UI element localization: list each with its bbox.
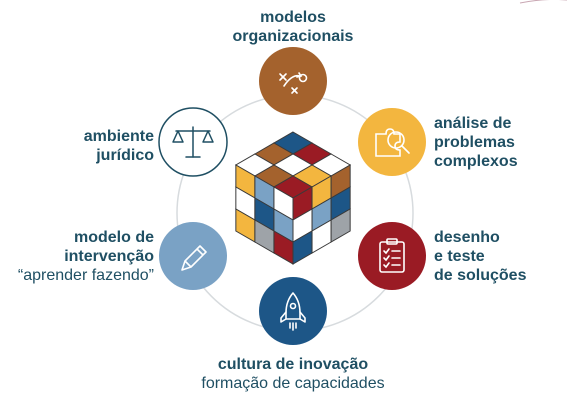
label-line: complexos [434,153,518,170]
label-ambiente-juridico: ambiente jurídico [8,127,154,165]
node-circle [358,108,426,176]
label-line: intervenção [64,248,154,265]
node-circle [159,222,227,290]
node-analise-problemas [358,108,426,176]
label-line: organizacionais [232,28,354,45]
label-line: problemas [434,134,515,151]
label-line: análise de [434,115,512,132]
node-desenho-teste [358,222,426,290]
pencil-icon [181,245,207,271]
balance-scale-icon [172,126,214,158]
label-line: de soluções [434,267,527,284]
node-cultura-inovacao [259,277,327,345]
strategy-play-icon [279,72,308,94]
label-line: cultura de inovação [217,356,369,373]
label-subtitle: “aprender fazendo” [17,267,154,284]
rubiks-cube-illustration [234,131,352,265]
node-ambiente-juridico [158,107,228,177]
label-line: e teste [434,248,485,265]
label-desenho-teste: desenho e teste de soluções [434,228,564,285]
rocket-icon [280,292,306,331]
cube-facelet [330,208,351,243]
node-modelo-intervencao [159,222,227,290]
label-line: modelo de [73,229,154,246]
label-analise-problemas: análise de problemas complexos [434,114,564,171]
node-modelos-organizacionais [259,47,327,115]
puzzle-search-icon [375,128,410,157]
label-modelos-organizacionais: modelos organizacionais [218,8,368,46]
label-cultura-inovacao: cultura de inovação formação de capacida… [193,355,393,393]
label-subtitle: formação de capacidades [201,375,385,392]
node-circle [259,47,327,115]
label-line: ambiente [83,128,154,145]
label-line: jurídico [96,147,154,164]
node-circle [259,277,327,345]
label-modelo-intervencao: modelo de intervenção “aprender fazendo” [8,228,154,285]
node-circle [358,222,426,290]
corner-decoration [519,0,567,4]
clipboard-checklist-icon [379,238,405,273]
label-line: modelos [260,9,326,26]
label-line: desenho [434,229,500,246]
